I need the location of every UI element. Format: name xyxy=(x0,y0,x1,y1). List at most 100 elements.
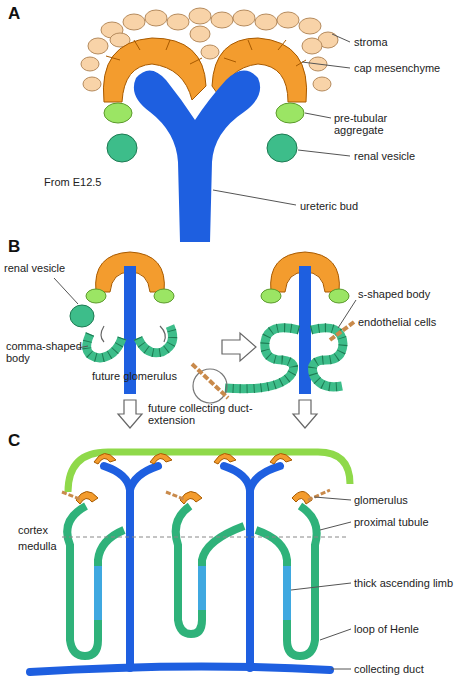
stage-label: From E12.5 xyxy=(44,176,101,188)
stroma-cells-part xyxy=(255,14,277,30)
leader-lines-a-part xyxy=(332,34,350,42)
panel-b-right-part xyxy=(311,328,343,387)
part-label: future glomerulus xyxy=(92,370,177,382)
panel-b-right-part xyxy=(225,328,299,389)
panel-b-right-part xyxy=(311,328,343,387)
leader-lines-c-part xyxy=(291,583,351,590)
part-label: pre-tubular aggregate xyxy=(334,112,426,136)
part-label: renal vesicle xyxy=(354,150,415,162)
part-label: stroma xyxy=(354,36,388,48)
part-label: renal vesicle xyxy=(4,262,65,274)
panel-b-left-part xyxy=(154,289,174,303)
panel-c-part xyxy=(94,453,292,464)
panel-letter: A xyxy=(8,5,20,23)
panel-c-part-part xyxy=(270,453,292,464)
part-label: s-shaped body xyxy=(358,288,430,300)
panel-c-part-part xyxy=(166,492,186,500)
stroma-cells-part xyxy=(299,18,321,34)
part-label: cap mesenchyme xyxy=(354,62,440,74)
panel-b-left-part xyxy=(87,334,122,358)
panel-c-part-part xyxy=(150,453,172,464)
part-label: collecting duct xyxy=(354,663,424,675)
leader-lines-c-part xyxy=(331,669,351,670)
part-label: comma-shaped body xyxy=(6,340,82,364)
panel-c-part-part xyxy=(214,453,236,464)
part-label: loop of Henle xyxy=(354,623,419,635)
panel-b-right-part xyxy=(193,369,227,403)
panel-c-part-part xyxy=(283,566,291,620)
panel-b-right xyxy=(192,252,354,403)
panel-b-right-part xyxy=(330,322,354,340)
pre-tubular-aggregate-part xyxy=(276,103,304,123)
cap-mesenchyme-part xyxy=(106,40,306,66)
leader-lines-b-part xyxy=(54,278,78,304)
leader-lines-b-part xyxy=(338,300,356,328)
panel-c-part-part xyxy=(224,466,250,668)
stroma-cells-part xyxy=(233,10,255,26)
panel-c-part-part xyxy=(62,492,82,500)
part-label: ureteric bud xyxy=(300,200,360,212)
stroma-cells-part xyxy=(123,14,145,30)
panel-c-part-part xyxy=(176,506,244,634)
panel-c-part-part xyxy=(67,506,124,656)
part-label: future collecting duct-extension xyxy=(148,402,258,426)
stroma-cells-part xyxy=(83,77,101,91)
leader-lines-c-part xyxy=(320,629,351,640)
panel-b-right-part xyxy=(225,328,299,389)
region-label: cortex xyxy=(18,524,48,536)
panel-c-part-part xyxy=(30,666,330,672)
stroma-cells-part xyxy=(167,14,189,30)
panel-c-part-part xyxy=(198,566,206,610)
leader-lines-a-part xyxy=(298,150,350,156)
panel-b-left-part xyxy=(138,326,173,353)
panel-c-part xyxy=(62,537,346,538)
renal-vesicle-part xyxy=(107,134,137,162)
panel-c xyxy=(30,452,350,672)
stroma-cells-part xyxy=(302,38,322,54)
panel-c-part-part xyxy=(104,466,130,668)
panel-c-part xyxy=(98,566,287,620)
leader-lines-a-part xyxy=(213,190,296,205)
leader-lines-c-part xyxy=(320,522,351,530)
stroma-cells-part xyxy=(201,45,219,59)
renal-vesicle-part xyxy=(267,134,297,162)
stroma-cells-part xyxy=(211,12,233,28)
part-label: thick ascending limb xyxy=(354,577,453,589)
leader-lines-a-part xyxy=(305,113,331,118)
panel-b-left-part xyxy=(138,326,173,353)
stroma-cells-part xyxy=(189,8,211,24)
panel-b-right-part xyxy=(261,289,281,303)
panel-c-part-part xyxy=(94,566,102,620)
process-arrows-part xyxy=(118,400,142,428)
panel-b-left-part xyxy=(86,289,106,303)
pre-tubular-aggregate-part xyxy=(104,103,132,123)
panel-b-left-part xyxy=(70,305,94,327)
stroma-cells-part xyxy=(145,10,167,26)
pre-tubular-aggregate xyxy=(104,103,304,123)
ureteric-bud xyxy=(134,70,260,242)
panel-c-part-part xyxy=(130,466,158,490)
stroma-cells-part xyxy=(190,26,210,42)
cap-mesenchyme xyxy=(103,38,306,102)
leader-lines-c-part xyxy=(314,497,351,500)
part-label: endothelial cells xyxy=(358,316,436,328)
panel-letter: C xyxy=(8,432,20,450)
panel-c-part-part xyxy=(256,506,317,656)
leader-lines-c xyxy=(291,497,351,669)
renal-vesicle xyxy=(107,134,297,162)
panel-c-part-part xyxy=(292,491,312,504)
leader-lines-b xyxy=(54,278,356,348)
part-label: glomerulus xyxy=(354,494,408,506)
panel-c-part xyxy=(67,506,316,656)
panel-b-left-part xyxy=(87,334,122,358)
panel-c-part xyxy=(30,466,330,672)
panel-c-part-part xyxy=(250,466,280,490)
part-label: proximal tubule xyxy=(354,516,429,528)
panel-c-part-part xyxy=(94,453,116,464)
leader-lines-a xyxy=(213,34,350,205)
panel-b-right-part xyxy=(192,364,228,398)
panel-letter: B xyxy=(8,238,20,256)
panel-b-right-part xyxy=(329,289,349,303)
region-label: medulla xyxy=(18,540,57,552)
stroma-cells-part xyxy=(81,57,99,71)
